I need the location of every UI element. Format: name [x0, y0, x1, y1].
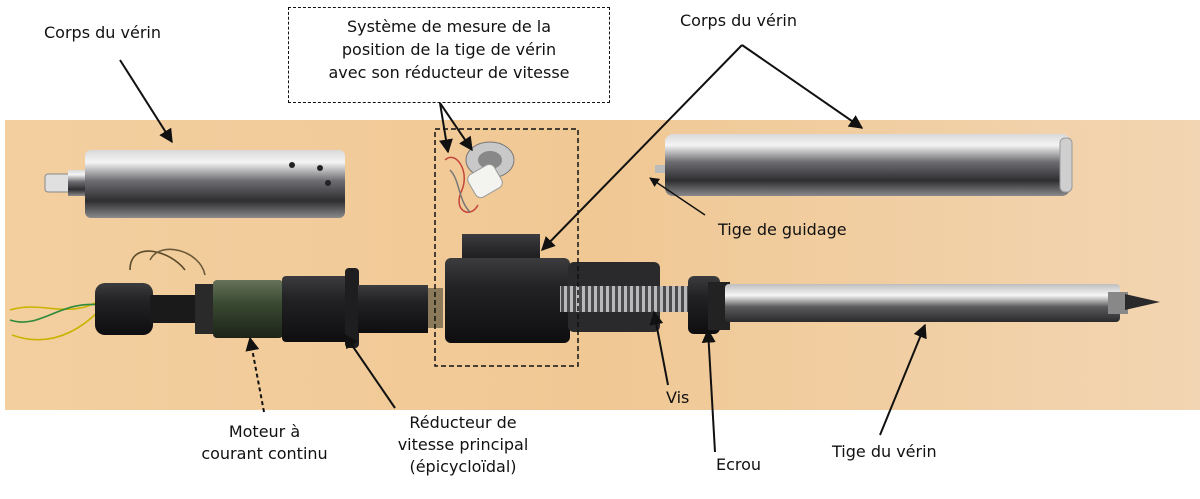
- label-main-reducer: Réducteur de vitesse principal (épicyclo…: [378, 412, 548, 478]
- arrow-motor: [245, 336, 265, 413]
- left-cylinder-body: [44, 150, 345, 218]
- motor-wires: [9, 248, 206, 341]
- arrow-sensor-1: [439, 102, 473, 152]
- dc-motor: [95, 280, 283, 338]
- label-measuring-system-box: Système de mesure de la position de la t…: [288, 7, 610, 103]
- lead-screw: [560, 286, 690, 312]
- nut: [688, 276, 730, 334]
- arrow-right-body-2: [741, 44, 864, 129]
- label-reducer-line2: vitesse principal: [397, 435, 529, 454]
- right-cylinder-body: [655, 134, 1073, 196]
- label-reducer-line1: Réducteur de: [409, 413, 517, 432]
- label-motor-line1: Moteur à: [228, 422, 301, 441]
- main-reducer: [282, 268, 443, 348]
- arrow-nut: [701, 328, 716, 453]
- label-motor-line2: courant continu: [201, 444, 328, 463]
- arrow-reducer: [344, 333, 396, 409]
- label-reducer-line3: (épicycloïdal): [409, 457, 517, 476]
- label-guide-rod: Tige de guidage: [718, 220, 847, 239]
- label-measuring-line1: Système de mesure de la: [346, 17, 552, 36]
- arrow-screw: [649, 310, 669, 386]
- label-motor: Moteur à courant continu: [192, 421, 337, 465]
- measuring-system-frame: [434, 128, 579, 367]
- label-actuator-rod: Tige du vérin: [832, 442, 937, 461]
- arrow-sensor-2: [439, 102, 453, 154]
- label-left-body: Corps du vérin: [44, 23, 161, 42]
- actuator-rod: [725, 284, 1160, 322]
- leader-arrows: [119, 44, 927, 453]
- label-screw: Vis: [666, 388, 690, 407]
- arrow-left-body: [119, 59, 173, 144]
- label-measuring-line2: position de la tige de vérin: [341, 40, 557, 59]
- label-measuring-line3: avec son réducteur de vitesse: [328, 63, 570, 82]
- arrow-right-body-1: [541, 44, 743, 252]
- label-nut: Ecrou: [716, 455, 762, 474]
- label-right-body: Corps du vérin: [680, 11, 797, 30]
- arrow-guide-rod: [649, 177, 706, 216]
- arrow-rod: [879, 323, 927, 436]
- position-sensor: [444, 141, 515, 213]
